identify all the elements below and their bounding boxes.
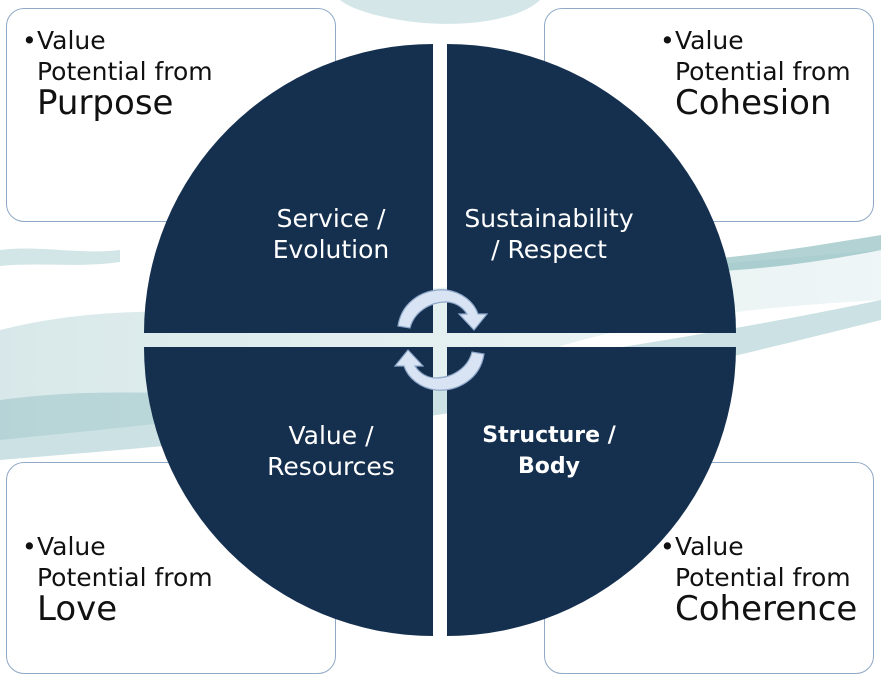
quadrant-label-line2: / Respect xyxy=(491,235,607,264)
bullet-icon: • xyxy=(22,26,37,55)
quadrant-label-line1: Sustainability xyxy=(464,204,634,233)
keyword-text: Purpose xyxy=(37,83,174,123)
potential-text: Potential from xyxy=(37,563,213,592)
quadrant-label-line2: Body xyxy=(518,454,580,479)
quadrant-bottom-left xyxy=(144,347,433,636)
quadrant-label-sustainability-respect: Sustainability / Respect xyxy=(454,203,644,265)
value-text-cohesion: •Value Potential from Cohesion xyxy=(660,28,851,120)
value-text-purpose: •Value Potential from Purpose xyxy=(22,28,213,120)
quadrant-label-line2: Evolution xyxy=(272,235,390,264)
quadrant-label-structure-body: Structure / Body xyxy=(464,420,634,482)
quadrant-label-service-evolution: Service / Evolution xyxy=(246,203,416,265)
bullet-text: Value xyxy=(675,26,744,55)
potential-text: Potential from xyxy=(675,57,851,86)
quadrant-top-left xyxy=(144,44,433,333)
keyword-text: Love xyxy=(37,589,118,629)
value-text-coherence: •Value Potential from Coherence xyxy=(660,534,857,626)
quadrant-label-line1: Structure / xyxy=(482,423,616,448)
cycle-arrows-icon xyxy=(393,289,489,391)
quadrant-label-line2: Resources xyxy=(267,452,395,481)
quadrant-label-value-resources: Value / Resources xyxy=(246,420,416,482)
bullet-icon: • xyxy=(660,26,675,55)
bullet-text: Value xyxy=(37,26,106,55)
bullet-text: Value xyxy=(675,532,744,561)
quadrant-label-line1: Value / xyxy=(288,421,374,450)
quadrant-bottom-right xyxy=(447,347,736,636)
bullet-text: Value xyxy=(37,532,106,561)
bullet-icon: • xyxy=(660,532,675,561)
keyword-text: Coherence xyxy=(675,589,858,629)
keyword-text: Cohesion xyxy=(675,83,832,123)
potential-text: Potential from xyxy=(675,563,851,592)
potential-text: Potential from xyxy=(37,57,213,86)
quadrant-label-line1: Service / xyxy=(276,204,386,233)
value-text-love: •Value Potential from Love xyxy=(22,534,213,626)
bullet-icon: • xyxy=(22,532,37,561)
quadrant-top-right xyxy=(447,44,736,333)
